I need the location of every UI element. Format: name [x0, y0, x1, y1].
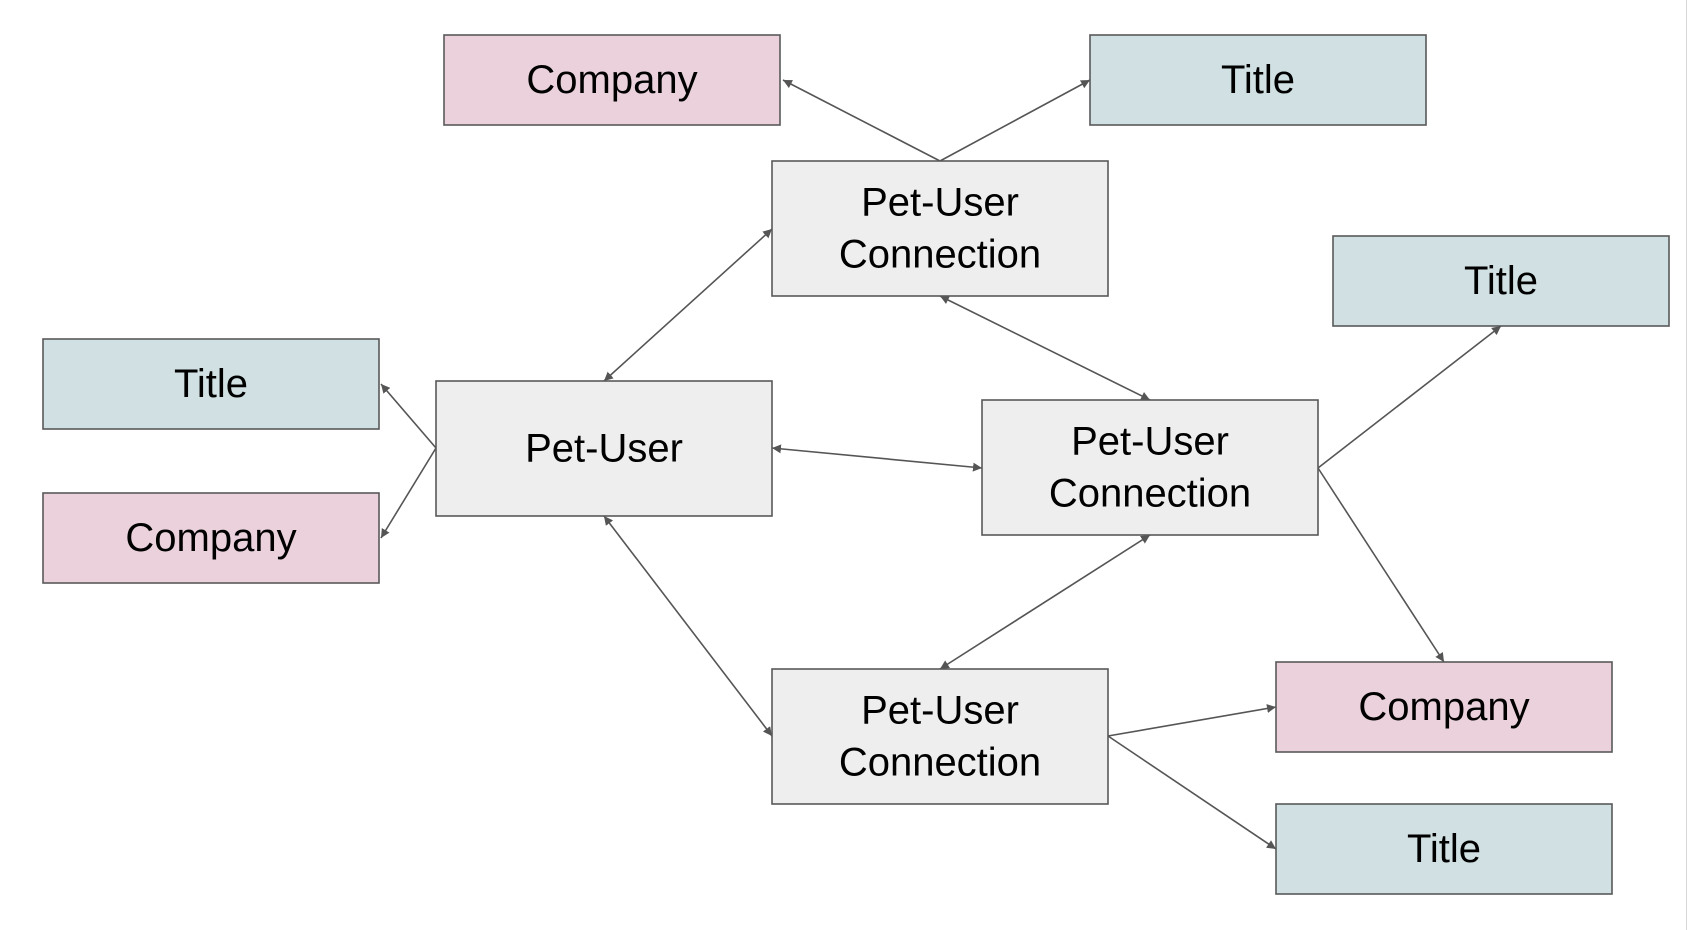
node-company-top[interactable]: Company	[443, 34, 781, 126]
node-box	[771, 668, 1109, 805]
node-title-right[interactable]: Title	[1332, 235, 1670, 327]
node-label: Title	[174, 362, 248, 406]
node-title-bottom[interactable]: Title	[1275, 803, 1613, 895]
edges-layer	[380, 79, 1502, 850]
edge-conn-mid-to-conn-bottom	[939, 534, 1151, 670]
edge-conn-mid-to-title-right	[1317, 325, 1502, 469]
edge-pet-user-to-conn-top	[603, 228, 773, 382]
node-box	[435, 380, 773, 517]
edge-pet-user-to-title-left	[380, 383, 437, 449]
edge-conn-bottom-to-company-bottom	[1107, 704, 1277, 737]
node-label: Connection	[1049, 472, 1251, 516]
edge-pet-user-to-company-left	[380, 447, 437, 539]
edge-pet-user-to-conn-mid	[771, 444, 983, 472]
edge-conn-top-to-title-top	[939, 79, 1091, 162]
node-title-top[interactable]: Title	[1089, 34, 1427, 126]
node-label: Connection	[839, 741, 1041, 785]
node-label: Company	[1358, 685, 1529, 729]
node-label: Company	[125, 516, 296, 560]
node-box	[1332, 235, 1670, 327]
edge-conn-top-to-company-top	[782, 79, 941, 162]
node-label: Pet-User	[1071, 420, 1229, 464]
node-box	[1275, 661, 1613, 753]
node-box	[42, 492, 380, 584]
node-label: Connection	[839, 233, 1041, 277]
node-label: Company	[526, 58, 697, 102]
node-label: Pet-User	[861, 689, 1019, 733]
node-box	[771, 160, 1109, 297]
node-label: Title	[1221, 58, 1295, 102]
edge-conn-top-to-conn-mid	[939, 295, 1151, 401]
node-pet-user[interactable]: Pet-User	[435, 380, 773, 517]
edge-conn-mid-to-company-bottom	[1317, 467, 1445, 663]
node-company-bottom[interactable]: Company	[1275, 661, 1613, 753]
node-box	[1089, 34, 1427, 126]
node-label: Pet-User	[861, 181, 1019, 225]
page-edge-divider	[1686, 0, 1687, 930]
edge-conn-bottom-to-title-bottom	[1107, 735, 1277, 850]
node-box	[1275, 803, 1613, 895]
edge-pet-user-to-conn-bottom	[603, 515, 773, 737]
node-title-left[interactable]: Title	[42, 338, 380, 430]
node-box	[42, 338, 380, 430]
node-label: Pet-User	[525, 427, 683, 471]
node-box	[443, 34, 781, 126]
node-box	[981, 399, 1319, 536]
node-company-left[interactable]: Company	[42, 492, 380, 584]
node-label: Title	[1464, 259, 1538, 303]
node-label: Title	[1407, 827, 1481, 871]
